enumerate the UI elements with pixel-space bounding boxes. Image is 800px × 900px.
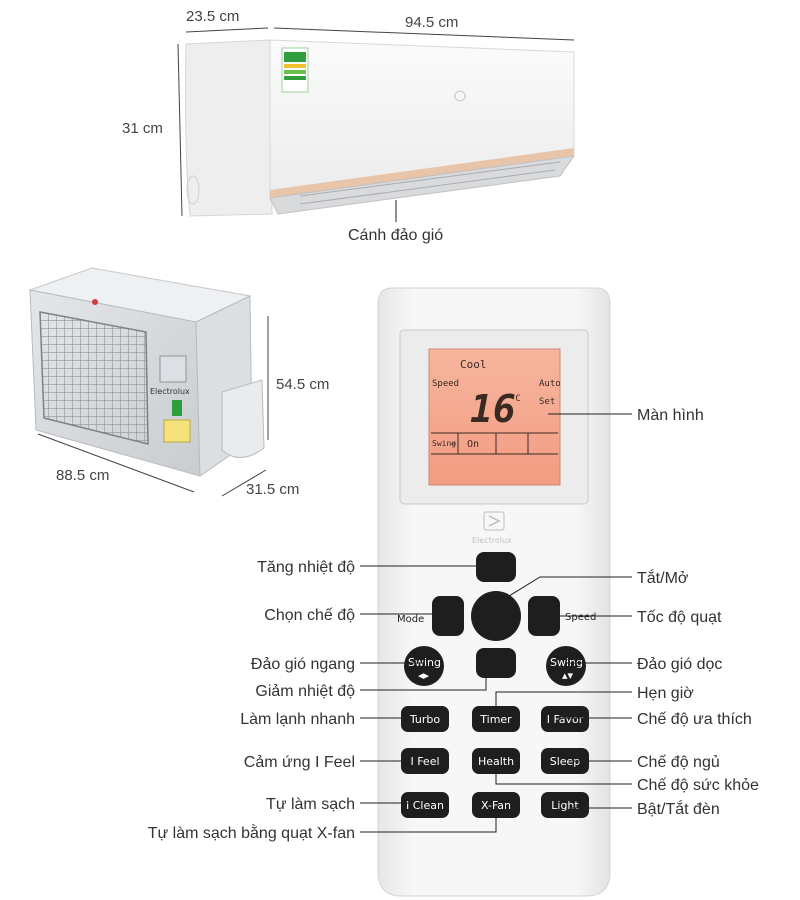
iclean-button-label: I Clean [406, 799, 444, 812]
sleep-button-label: Sleep [550, 755, 581, 768]
callout-ifavor: Chế độ ưa thích [637, 711, 752, 728]
indoor-unit: 23.5 cm 94.5 cm 31 cm Cánh đảo gió [122, 8, 576, 244]
outdoor-fan-grill [39, 311, 149, 445]
callout-ifeel: Cảm ứng I Feel [244, 754, 355, 771]
indoor-accent-strip [270, 148, 574, 198]
callout-fan-speed: Tốc độ quạt [637, 609, 722, 626]
turbo-button[interactable] [401, 706, 449, 732]
dim-outdoor-height: 54.5 cm [276, 376, 329, 393]
iclean-button[interactable] [401, 792, 449, 818]
xfan-button-label: X-Fan [481, 799, 511, 812]
callout-temp-up: Tăng nhiệt độ [257, 559, 355, 576]
callout-temp-down: Giảm nhiệt độ [255, 683, 355, 700]
ifeel-button[interactable] [401, 748, 449, 774]
ifavor-button[interactable] [541, 706, 589, 732]
callout-health: Chế độ sức khỏe [637, 777, 759, 794]
dim-line-depth [185, 27, 269, 33]
callout-light: Bật/Tắt đèn [637, 799, 720, 818]
lcd-swing-arrow-icon: ↔ [451, 439, 456, 448]
lcd-temperature: 16 [470, 387, 516, 431]
callout-turbo: Làm lạnh nhanh [240, 711, 355, 728]
dim-outdoor-depth: 31.5 cm [246, 481, 299, 498]
mode-button[interactable] [432, 596, 464, 636]
callout-timer: Hẹn giờ [637, 685, 694, 702]
callout-swing-v: Đảo gió dọc [637, 656, 722, 673]
callout-lines [360, 413, 632, 833]
dim-indoor-depth: 23.5 cm [186, 8, 239, 25]
indoor-side-vent [186, 175, 200, 205]
ifeel-button-label: I Feel [410, 755, 439, 768]
lcd-mode: Cool [460, 358, 487, 371]
ifavor-button-label: I Favor [547, 713, 584, 726]
remote-control: Cool Speed Auto 16 °C Set Swing ↔ On Ele… [377, 287, 611, 897]
swing-vertical-arrow-icon: ▴▾ [562, 669, 574, 682]
dim-outdoor-width: 88.5 cm [56, 467, 109, 484]
temp-down-button[interactable] [476, 648, 516, 678]
swing-horizontal-arrow-icon: ◂▸ [418, 669, 430, 682]
outdoor-valve-cover [221, 379, 265, 458]
callout-power: Tắt/Mở [637, 568, 689, 587]
callout-labels: Màn hình Tăng nhiệt độ Tắt/Mở Chọn chế đ… [148, 407, 759, 842]
callout-swing-h: Đảo gió ngang [251, 656, 355, 673]
speed-button[interactable] [528, 596, 560, 636]
remote-logo-icon [483, 511, 505, 531]
leader-power [495, 576, 632, 605]
dim-line-width [273, 27, 575, 41]
outdoor-red-dot [92, 299, 98, 305]
dim-indoor-width: 94.5 cm [405, 14, 458, 31]
lcd-swing-label: Swing [432, 439, 456, 448]
leader-health [495, 774, 632, 785]
dim-line-height [177, 43, 183, 217]
callout-xfan: Tự làm sạch bằng quạt X-fan [148, 823, 355, 842]
callout-iclean: Tự làm sạch [266, 796, 355, 813]
dim-line-outdoor-depth [221, 469, 267, 497]
swing-vertical-button[interactable] [546, 646, 586, 686]
outdoor-energy-sticker [172, 400, 182, 416]
callout-display: Màn hình [637, 407, 704, 424]
light-button-label: Light [551, 799, 579, 812]
lcd-swing-value: On [467, 439, 479, 450]
indoor-logo-icon [454, 90, 466, 102]
lcd-screen [428, 348, 561, 486]
temp-up-button[interactable] [476, 552, 516, 582]
xfan-button[interactable] [472, 792, 520, 818]
callout-mode: Chọn chế độ [264, 607, 355, 624]
timer-button-label: Timer [479, 713, 512, 726]
turbo-button-label: Turbo [409, 713, 441, 726]
leader-timer [495, 691, 632, 706]
leader-xfan [360, 818, 497, 833]
outdoor-unit: Electrolux 54.5 cm 88.5 cm 31.5 cm [28, 267, 329, 498]
outdoor-warning-sticker [163, 419, 191, 443]
leader-temp-down [360, 676, 487, 691]
outdoor-brand: Electrolux [150, 387, 190, 396]
dim-line-outdoor-width [37, 433, 195, 493]
health-button[interactable] [472, 748, 520, 774]
lcd-speed-value: Auto [539, 379, 561, 389]
swing-horizontal-label: Swing [408, 656, 441, 669]
callout-sleep: Chế độ ngủ [637, 754, 720, 771]
lcd-speed-label: Speed [432, 379, 459, 389]
indoor-unit-side [185, 39, 273, 217]
timer-button[interactable] [472, 706, 520, 732]
lcd-set-label: Set [539, 397, 555, 407]
label-louver: Cánh đảo gió [348, 227, 443, 244]
lcd-unit: °C [510, 394, 521, 404]
dim-indoor-height: 31 cm [122, 120, 163, 137]
sleep-button[interactable] [541, 748, 589, 774]
light-button[interactable] [541, 792, 589, 818]
power-button[interactable] [471, 591, 521, 641]
speed-button-label: Speed [565, 612, 596, 623]
health-button-label: Health [478, 755, 514, 768]
mode-button-label: Mode [397, 614, 424, 625]
remote-brand: Electrolux [472, 536, 512, 545]
swing-horizontal-button[interactable] [404, 646, 444, 686]
